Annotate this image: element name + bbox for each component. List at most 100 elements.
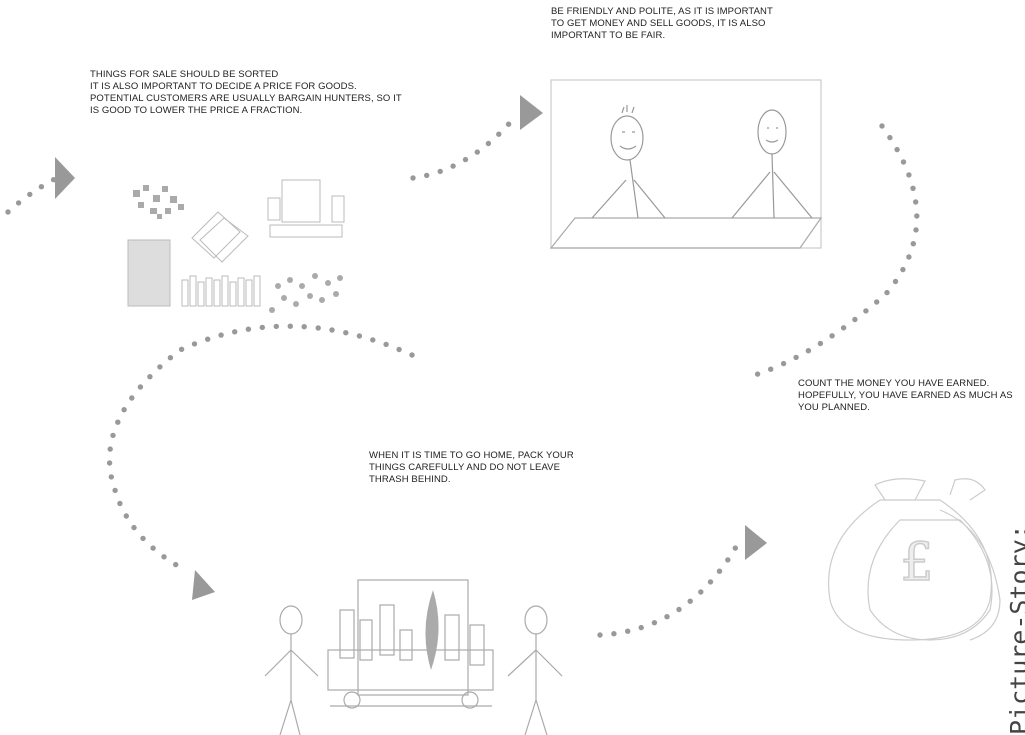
connector-dot [894, 147, 899, 152]
connector-dot [161, 554, 166, 559]
connector-dot [475, 149, 480, 154]
caption-sort-goods: THINGS FOR SALE SHOULD BE SORTED IT IS A… [90, 69, 410, 117]
connector-dot [147, 374, 152, 379]
connector-dot [316, 325, 321, 330]
connector-dot [131, 525, 136, 530]
caption-count-money: COUNT THE MONEY YOU HAVE EARNED. HOPEFUL… [798, 378, 1025, 414]
arrowhead-intro [55, 157, 75, 199]
connector-dot [639, 625, 644, 630]
side-title: Picture-Story: [1005, 524, 1025, 735]
connector-dot [900, 267, 905, 272]
connector-dot [192, 341, 197, 346]
connector-dot [768, 367, 773, 372]
connector-dot [486, 141, 491, 146]
connector-dot [117, 501, 122, 506]
connector-dot [676, 607, 681, 612]
connector-dot [168, 355, 173, 360]
connector-dot [173, 562, 178, 567]
connector-dot [370, 337, 375, 342]
pack-scene-sketch [265, 580, 562, 735]
connector-dot [733, 545, 738, 550]
connector-path-sort-to-pack [110, 326, 412, 570]
connector-dot [874, 299, 879, 304]
connector-dot [906, 254, 911, 259]
connector-dot [179, 347, 184, 352]
friendly-scene-sketch [551, 80, 821, 248]
connector-dot [112, 488, 117, 493]
connector-dot [688, 599, 693, 604]
connector-dot [396, 347, 401, 352]
connector-dot [717, 569, 722, 574]
connector-dot [755, 371, 760, 376]
connector-dot [260, 325, 265, 330]
connector-dot [611, 631, 616, 636]
connector-dot [246, 327, 251, 332]
connector-dot [115, 420, 120, 425]
connector-dot [463, 157, 468, 162]
connector-dot [108, 446, 113, 451]
connector-dot [911, 241, 916, 246]
pound-symbol: £ [900, 533, 933, 593]
connector-dot [357, 333, 362, 338]
connector-dot [818, 341, 823, 346]
connector-dot [383, 342, 388, 347]
connector-dot [910, 186, 915, 191]
arrowhead-to-count [745, 525, 767, 560]
connector-dots [5, 122, 919, 638]
connector-dot [110, 433, 115, 438]
connector-dot [914, 213, 919, 218]
connector-dot [410, 175, 415, 180]
connector-dot [725, 557, 730, 562]
arrowhead-to-friendly [520, 95, 543, 130]
connector-dot [274, 324, 279, 329]
connector-dot [829, 333, 834, 338]
connector-dot [124, 513, 129, 518]
connector-dot [140, 536, 145, 541]
connector-dot [852, 317, 857, 322]
connector-path-friendly-to-count [745, 126, 917, 378]
connector-dot [506, 122, 511, 127]
connector-dot [887, 135, 892, 140]
caption-pack-up: WHEN IT IS TIME TO GO HOME, PACK YOUR TH… [369, 450, 589, 486]
connector-dot [863, 308, 868, 313]
connector-dot [913, 199, 918, 204]
connector-dot [806, 348, 811, 353]
connector-path-pack-to-count [600, 540, 740, 635]
connector-dot [496, 132, 501, 137]
connector-dot [438, 169, 443, 174]
connector-dot [652, 620, 657, 625]
connector-dot [302, 324, 307, 329]
connector-dot [129, 395, 134, 400]
connector-dot [879, 123, 884, 128]
connector-dot [16, 200, 21, 205]
connector-dot [781, 361, 786, 366]
connector-dot [27, 192, 32, 197]
connector-dot [708, 579, 713, 584]
caption-be-friendly: BE FRIENDLY AND POLITE, AS IT IS IMPORTA… [551, 6, 781, 42]
connector-dot [625, 629, 630, 634]
connector-dot [157, 364, 162, 369]
connector-dot [232, 329, 237, 334]
connector-dot [109, 474, 114, 479]
connector-dot [597, 632, 602, 637]
connector-dot [150, 545, 155, 550]
connector-dot [39, 184, 44, 189]
connector-dot [664, 614, 669, 619]
connector-dot [107, 460, 112, 465]
connector-dot [138, 384, 143, 389]
arrowhead-to-pack [192, 570, 215, 600]
connector-dot [450, 163, 455, 168]
connector-dot [884, 290, 889, 295]
connector-dot [913, 227, 918, 232]
connector-dot [901, 159, 906, 164]
connector-dot [424, 173, 429, 178]
connector-dot [121, 407, 126, 412]
connector-dot [218, 332, 223, 337]
connector-dot [698, 589, 703, 594]
connector-dot [893, 279, 898, 284]
goods-sketch [128, 180, 344, 313]
connector-dot [343, 330, 348, 335]
connector-dot [5, 209, 10, 214]
connector-dot [329, 327, 334, 332]
connector-dot [409, 352, 414, 357]
